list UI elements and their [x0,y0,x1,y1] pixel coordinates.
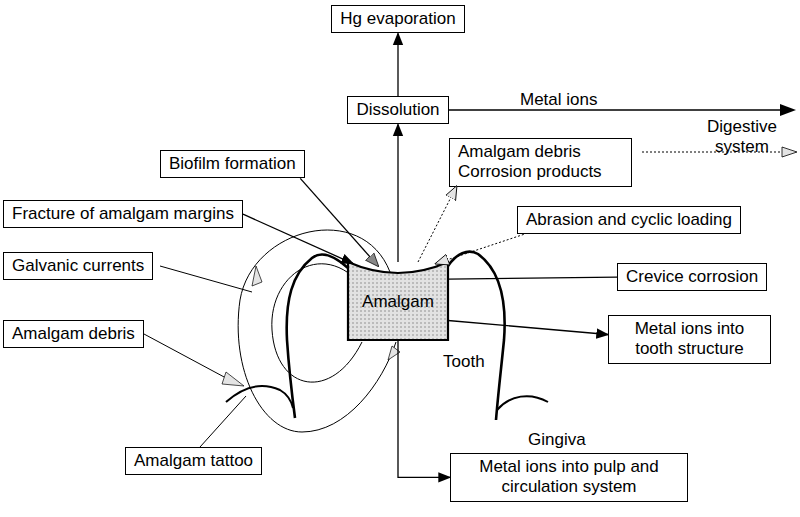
amalgam-filling: Amalgam [348,262,448,340]
text-label: Metal ions [520,90,597,110]
connector-arrow [448,321,608,335]
box-text: Crevice corrosion [626,267,758,287]
box-text: Hg evaporation [340,9,455,29]
callout-box: Metal ions into tooth structure [608,315,771,364]
box-text: Abrasion and cyclic loading [526,210,732,230]
metal-ions-arrow [447,109,782,111]
tooth-outline [448,252,505,420]
callout-box: Crevice corrosion [617,263,767,291]
callout-box: Fracture of amalgam margins [3,200,243,228]
callout-box: Metal ions into pulp and circulation sys… [450,453,688,502]
callout-box: Amalgam tattoo [125,447,262,475]
box-text: Metal ions into tooth structure [617,319,762,360]
gingiva-outline [497,396,548,410]
box-text: Biofilm formation [169,154,296,174]
leader-line [144,334,226,378]
box-text: Dissolution [356,100,439,120]
callout-box: Dissolution [347,96,448,124]
tooth-outline [287,255,348,418]
connector-arrow [300,178,378,266]
callout-box: Abrasion and cyclic loading [517,206,741,234]
current-arrow [388,346,400,360]
box-text: Amalgam debris [12,324,135,344]
leader-line [160,266,252,292]
box-text: Fracture of amalgam margins [12,204,234,224]
callout-box: Biofilm formation [160,150,305,178]
callout-box: Amalgam debris Corrosion products [449,138,632,187]
box-text: Amalgam debris Corrosion products [458,142,623,183]
current-arrow [252,266,262,286]
callout-box: Hg evaporation [331,5,464,33]
text-label: Tooth [443,352,485,372]
connector-arrow [398,340,450,477]
amalgam-shape [348,262,448,340]
connector-arrow [397,124,398,262]
box-text: Metal ions into pulp and circulation sys… [459,457,679,498]
connector-arrow [243,214,353,263]
leader-line [200,396,246,447]
arrow-head [780,104,796,116]
connector-arrow [397,33,398,96]
box-text: Galvanic currents [12,256,144,276]
shape-label: Amalgam [348,292,448,312]
connector-arrow [448,277,617,279]
text-label: Gingiva [528,430,586,450]
callout-box: Amalgam debris [3,320,144,348]
text-label: Digestive system [698,117,786,156]
debris-arrow [222,372,244,386]
connector-arrow [418,187,456,262]
callout-box: Galvanic currents [3,252,153,280]
arrow-head [782,147,797,157]
connector-arrow [436,234,524,263]
box-text: Amalgam tattoo [134,451,253,471]
